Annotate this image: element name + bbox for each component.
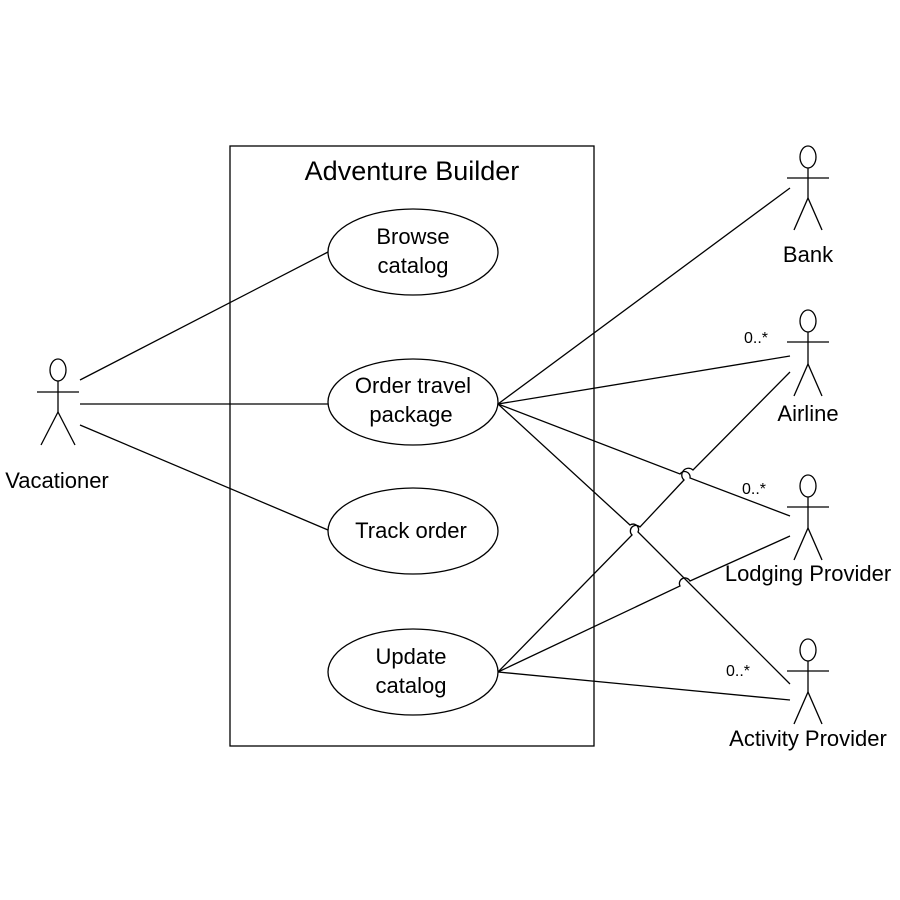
- actor-airline: Airline 0..*: [744, 309, 839, 426]
- use-case-label: package: [369, 402, 452, 427]
- actor-label: Activity Provider: [729, 726, 887, 751]
- assoc-order-lodging: [497, 403, 791, 517]
- multiplicity-label: 0..*: [744, 330, 768, 347]
- use-case-browse-catalog: Browse catalog: [327, 208, 499, 296]
- actor-label: Lodging Provider: [725, 561, 891, 586]
- use-case-label: catalog: [378, 253, 449, 278]
- actor-label: Vacationer: [5, 468, 109, 493]
- multiplicity-label: 0..*: [742, 481, 766, 498]
- use-case-update-catalog: Update catalog: [327, 628, 499, 716]
- stick-figure-icon: [787, 638, 829, 725]
- use-case-label: catalog: [376, 673, 447, 698]
- use-case-order-travel-package: Order travel package: [327, 358, 499, 446]
- use-case-label: Update: [376, 644, 447, 669]
- assoc-order-airline: [497, 355, 791, 405]
- stick-figure-icon: [787, 309, 829, 397]
- stick-figure-icon: [37, 358, 79, 446]
- assoc-update-activity: [497, 671, 791, 701]
- system-title: Adventure Builder: [305, 156, 520, 186]
- stick-figure-icon: [787, 145, 829, 231]
- use-case-label: Browse: [376, 224, 449, 249]
- actor-label: Bank: [783, 242, 834, 267]
- assoc-vacationer-track: [79, 424, 329, 531]
- actor-lodging-provider: Lodging Provider 0..*: [725, 474, 891, 586]
- associations: [79, 187, 791, 701]
- assoc-vacationer-browse: [79, 251, 329, 381]
- use-case-label: Order travel: [355, 373, 471, 398]
- assoc-update-airline: [497, 371, 791, 673]
- stick-figure-icon: [787, 474, 829, 561]
- actor-activity-provider: Activity Provider 0..*: [726, 638, 887, 751]
- use-case-label: Track order: [355, 518, 467, 543]
- actor-vacationer: Vacationer: [5, 358, 109, 493]
- assoc-order-bank: [497, 187, 791, 405]
- actor-bank: Bank: [783, 145, 834, 267]
- multiplicity-label: 0..*: [726, 663, 750, 680]
- assoc-update-lodging: [497, 535, 791, 673]
- use-case-track-order: Track order: [327, 487, 499, 575]
- actor-label: Airline: [777, 401, 838, 426]
